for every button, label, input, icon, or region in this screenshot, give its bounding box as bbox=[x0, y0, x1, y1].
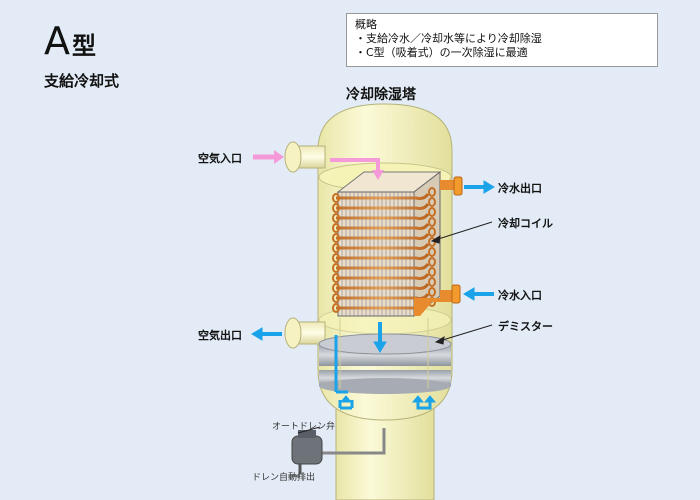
coil-bend bbox=[428, 277, 436, 287]
coil-tube bbox=[336, 273, 430, 280]
coil-bend bbox=[332, 223, 340, 233]
coil-bend bbox=[428, 197, 436, 207]
water-outlet-nozzle bbox=[440, 176, 463, 196]
water-inlet-nozzle bbox=[414, 284, 461, 316]
page-title: A型 bbox=[44, 22, 96, 60]
label-cooling-coil: 冷却コイル bbox=[498, 217, 553, 230]
coil-bend bbox=[428, 217, 436, 227]
overview-line-2: ・C型（吸着式）の一次除湿に最適 bbox=[355, 46, 528, 59]
label-air-outlet: 空気出口 bbox=[198, 329, 242, 342]
title-main-suffix: 型 bbox=[72, 32, 96, 60]
coil-bend bbox=[428, 257, 436, 267]
air-inlet-nozzle bbox=[284, 141, 326, 173]
tower-label: 冷却除湿塔 bbox=[346, 87, 416, 103]
coil-bend bbox=[332, 243, 340, 253]
label-water-outlet: 冷水出口 bbox=[498, 182, 542, 195]
coil-bend bbox=[332, 273, 340, 283]
overview-heading: 概略 bbox=[355, 18, 377, 31]
label-drain-out: ドレン自動排出 bbox=[252, 473, 316, 483]
coil-bend bbox=[428, 207, 436, 217]
label-air-inlet: 空気入口 bbox=[198, 152, 242, 165]
leader-lines bbox=[292, 221, 493, 477]
coil-bend bbox=[332, 293, 340, 303]
coil-bend bbox=[332, 193, 340, 203]
coil-bend bbox=[332, 233, 340, 243]
coil-bend bbox=[428, 187, 436, 197]
air-outlet-nozzle bbox=[284, 317, 326, 349]
coil-bend bbox=[332, 213, 340, 223]
coil-tube bbox=[336, 263, 430, 270]
page-subtitle: 支給冷却式 bbox=[44, 72, 120, 90]
coil-tube bbox=[336, 223, 430, 230]
coil-bend bbox=[332, 203, 340, 213]
overview-box: 概略 ・支給冷水／冷却水等により冷却除湿 ・C型（吸着式）の一次除湿に最適 bbox=[346, 13, 658, 67]
auto-drain-valve bbox=[291, 428, 386, 474]
label-water-inlet: 冷水入口 bbox=[498, 289, 542, 302]
air-inlet-arrow bbox=[253, 150, 384, 180]
cooling-coil bbox=[332, 170, 442, 318]
coil-bend bbox=[332, 263, 340, 273]
coil-tube bbox=[336, 253, 430, 260]
coil-bend bbox=[332, 303, 340, 313]
coil-tube bbox=[336, 243, 430, 250]
coil-tube bbox=[336, 193, 430, 200]
coil-bend bbox=[428, 287, 436, 297]
coil-tube bbox=[336, 203, 430, 210]
title-main: A bbox=[44, 19, 70, 63]
coil-bend bbox=[428, 267, 436, 277]
coil-tube bbox=[336, 283, 430, 290]
flow-arrows bbox=[251, 180, 495, 410]
coil-bend bbox=[428, 227, 436, 237]
coil-tube bbox=[336, 233, 430, 240]
coil-bend bbox=[332, 253, 340, 263]
coil-bend bbox=[332, 283, 340, 293]
coil-bend bbox=[428, 247, 436, 257]
overview-line-1: ・支給冷水／冷却水等により冷却除湿 bbox=[355, 32, 542, 45]
coil-tube bbox=[336, 213, 430, 220]
label-demister: デミスター bbox=[498, 320, 553, 333]
label-auto-drain: オートドレン弁 bbox=[272, 422, 336, 432]
